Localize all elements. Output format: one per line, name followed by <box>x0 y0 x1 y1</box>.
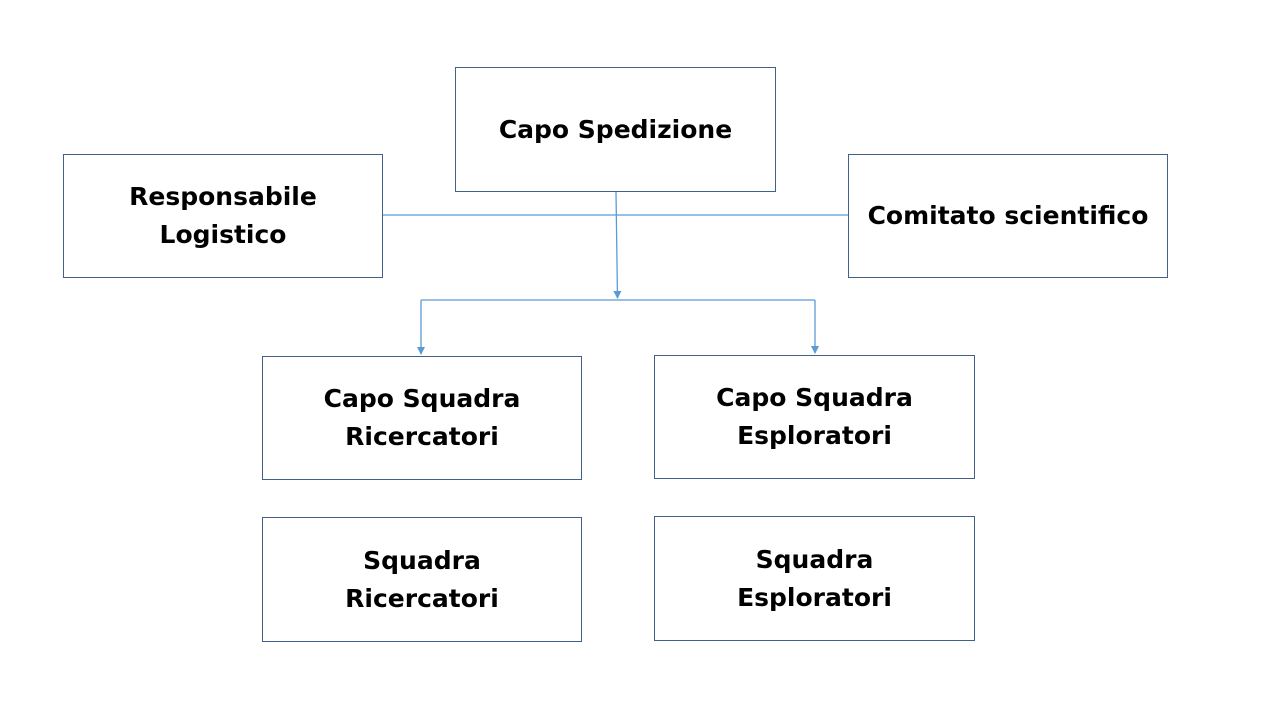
node-capo-spedizione: Capo Spedizione <box>455 67 776 192</box>
node-capo-squadra-esploratori: Capo Squadra Esploratori <box>654 355 975 479</box>
node-comitato-scientifico: Comitato scientifico <box>848 154 1168 278</box>
node-label: Comitato scientifico <box>867 201 1149 230</box>
node-label: Squadra Esploratori <box>737 544 892 612</box>
node-responsabile-logistico: Responsabile Logistico <box>63 154 383 278</box>
node-label: Capo Squadra Esploratori <box>716 383 913 450</box>
node-capo-squadra-ricercatori: Capo Squadra Ricercatori <box>262 356 582 480</box>
node-squadra-ricercatori: Squadra Ricercatori <box>262 517 582 642</box>
node-label: Responsabile Logistico <box>129 182 317 249</box>
node-squadra-esploratori: Squadra Esploratori <box>654 516 975 641</box>
arrow-capo-to-branch <box>613 191 622 299</box>
node-label: Capo Squadra Ricercatori <box>323 384 521 451</box>
node-label: Capo Spedizione <box>498 114 733 144</box>
node-label: Squadra Ricercatori <box>345 545 499 613</box>
